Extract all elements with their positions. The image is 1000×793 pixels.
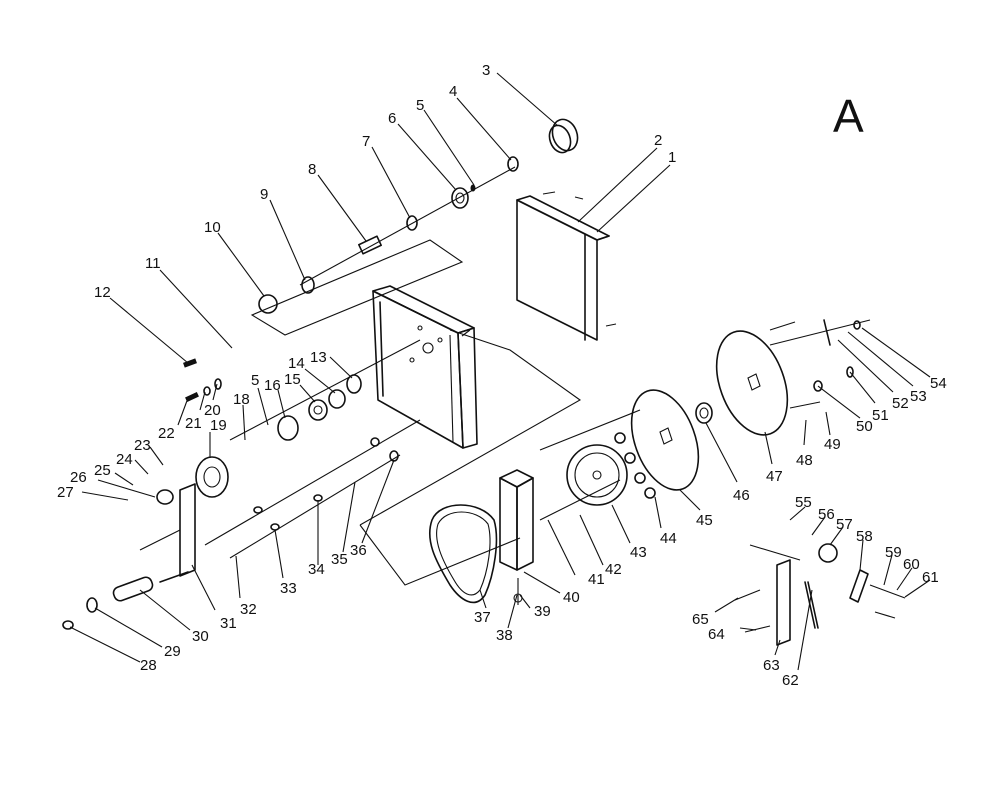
callout-39: 39 bbox=[534, 603, 551, 620]
disc bbox=[715, 330, 789, 436]
callout-61: 61 bbox=[922, 569, 939, 586]
callout-65: 65 bbox=[692, 611, 709, 628]
callout-48: 48 bbox=[796, 452, 813, 469]
callout-37: 37 bbox=[474, 609, 491, 626]
callout-3: 3 bbox=[482, 62, 490, 79]
lower-rods bbox=[139, 419, 421, 559]
callout-4: 4 bbox=[449, 83, 457, 100]
callout-31: 31 bbox=[220, 615, 237, 632]
crank-handle bbox=[62, 483, 196, 630]
callout-44: 44 bbox=[660, 530, 677, 547]
callout-55: 55 bbox=[795, 494, 812, 511]
callout-27: 27 bbox=[57, 484, 74, 501]
callout-10: 10 bbox=[204, 219, 221, 236]
callout-1: 1 bbox=[668, 149, 676, 166]
callout-35: 35 bbox=[331, 551, 348, 568]
callout-22: 22 bbox=[158, 425, 175, 442]
callout-50: 50 bbox=[856, 418, 873, 435]
callout-43: 43 bbox=[630, 544, 647, 561]
leader-lines bbox=[69, 72, 931, 671]
callout-56: 56 bbox=[818, 506, 835, 523]
belt bbox=[428, 504, 498, 604]
callout-6: 6 bbox=[388, 110, 396, 127]
spacers bbox=[539, 409, 656, 521]
callout-20: 20 bbox=[204, 402, 221, 419]
callout-7: 7 bbox=[362, 133, 370, 150]
sprocket bbox=[566, 444, 628, 506]
callout-58: 58 bbox=[856, 528, 873, 545]
callout-46: 46 bbox=[733, 487, 750, 504]
callout-9: 9 bbox=[260, 186, 268, 203]
callout-63: 63 bbox=[763, 657, 780, 674]
callout-15: 15 bbox=[284, 371, 301, 388]
guard-panel bbox=[516, 191, 617, 341]
callout-12: 12 bbox=[94, 284, 111, 301]
frame-outline bbox=[359, 329, 582, 586]
callout-24: 24 bbox=[116, 451, 133, 468]
callout-36: 36 bbox=[350, 542, 367, 559]
hub bbox=[695, 402, 713, 424]
clutch-plate bbox=[630, 389, 700, 491]
callout-32: 32 bbox=[240, 601, 257, 618]
bracket-column bbox=[499, 469, 534, 605]
callout-41: 41 bbox=[588, 571, 605, 588]
callout-11: 11 bbox=[145, 255, 161, 272]
upper-shaft bbox=[250, 118, 579, 336]
main-housing bbox=[372, 285, 478, 449]
tensioner-assembly bbox=[734, 543, 906, 646]
callout-64: 64 bbox=[708, 626, 725, 643]
callout-2: 2 bbox=[654, 132, 662, 149]
callout-45: 45 bbox=[696, 512, 713, 529]
middle-shaft bbox=[156, 339, 421, 505]
callout-30: 30 bbox=[192, 628, 209, 645]
callout-34: 34 bbox=[308, 561, 325, 578]
callout-28: 28 bbox=[140, 657, 157, 674]
callout-25: 25 bbox=[94, 462, 111, 479]
callout-60: 60 bbox=[903, 556, 920, 573]
callout-59: 59 bbox=[885, 544, 902, 561]
callout-18: 18 bbox=[233, 391, 250, 408]
callout-38: 38 bbox=[496, 627, 513, 644]
callout-5a: 5 bbox=[416, 97, 424, 114]
callout-54: 54 bbox=[930, 375, 947, 392]
callout-62: 62 bbox=[782, 672, 799, 689]
callout-14: 14 bbox=[288, 355, 305, 372]
callout-16: 16 bbox=[264, 377, 281, 394]
right-hardware bbox=[769, 319, 871, 409]
callout-5b: 5 bbox=[251, 372, 259, 389]
callout-49: 49 bbox=[824, 436, 841, 453]
callout-40: 40 bbox=[563, 589, 580, 606]
callout-21: 21 bbox=[185, 415, 202, 432]
callout-52: 52 bbox=[892, 395, 909, 412]
callout-29: 29 bbox=[164, 643, 181, 660]
callout-26: 26 bbox=[70, 469, 87, 486]
callout-42: 42 bbox=[605, 561, 622, 578]
callout-51: 51 bbox=[872, 407, 889, 424]
callout-19: 19 bbox=[210, 417, 227, 434]
callout-33: 33 bbox=[280, 580, 297, 597]
callout-13: 13 bbox=[310, 349, 327, 366]
callout-53: 53 bbox=[910, 388, 927, 405]
callout-57: 57 bbox=[836, 516, 853, 533]
callout-47: 47 bbox=[766, 468, 783, 485]
callout-labels: 1 2 3 4 5 6 7 8 9 10 11 12 13 14 15 16 5… bbox=[57, 62, 947, 689]
callout-23: 23 bbox=[134, 437, 151, 454]
sheet-letter: A bbox=[833, 90, 864, 142]
callout-8: 8 bbox=[308, 161, 316, 178]
